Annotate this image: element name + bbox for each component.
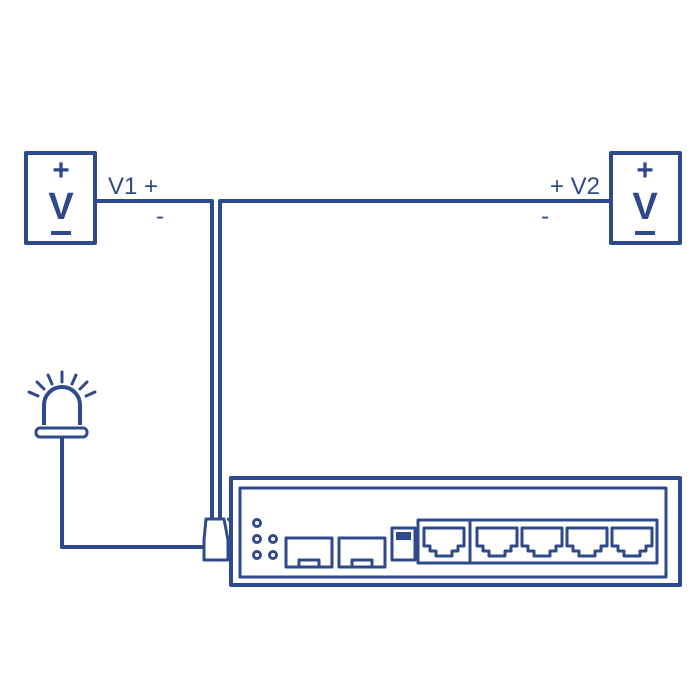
v1-plus-sign: + <box>52 154 70 187</box>
v2-wire-minus: - <box>541 203 549 230</box>
status-leds <box>252 518 278 560</box>
v2-symbol: V <box>632 186 658 228</box>
wire-v2 <box>218 199 611 520</box>
switch-outer-frame <box>229 476 682 587</box>
rj45-port <box>520 526 564 558</box>
v1-symbol: V <box>48 186 74 228</box>
rj45-group-2 <box>468 518 659 565</box>
v1-minus-sign <box>51 231 71 235</box>
sfp-port-1 <box>284 536 334 569</box>
rj45-port <box>565 526 609 558</box>
voltage-source-v2: + V <box>609 151 682 245</box>
alarm-lamp-icon <box>27 370 97 439</box>
rj45-ports <box>422 526 654 558</box>
sfp-port-2 <box>337 536 387 569</box>
rj45-port <box>610 526 654 558</box>
led <box>268 534 278 544</box>
rj45-port <box>475 526 519 558</box>
v1-label: V1 + <box>108 173 158 200</box>
led <box>268 550 278 560</box>
v1-wire-minus: - <box>156 203 164 230</box>
switch-inner-frame <box>238 486 668 579</box>
voltage-source-v1: + V <box>24 151 97 245</box>
led <box>252 518 262 528</box>
v2-minus-sign <box>635 231 655 235</box>
v2-label: + V2 <box>550 173 600 200</box>
led <box>252 550 262 560</box>
network-switch <box>229 476 682 587</box>
terminal-connector <box>202 517 230 562</box>
wire-v1 <box>95 199 214 520</box>
v2-box <box>609 151 682 245</box>
rj45-port <box>422 526 466 558</box>
led <box>252 534 262 544</box>
console-port <box>390 526 417 562</box>
v2-plus-sign: + <box>636 154 654 187</box>
v1-box <box>24 151 97 245</box>
wire-alarm <box>60 437 205 549</box>
